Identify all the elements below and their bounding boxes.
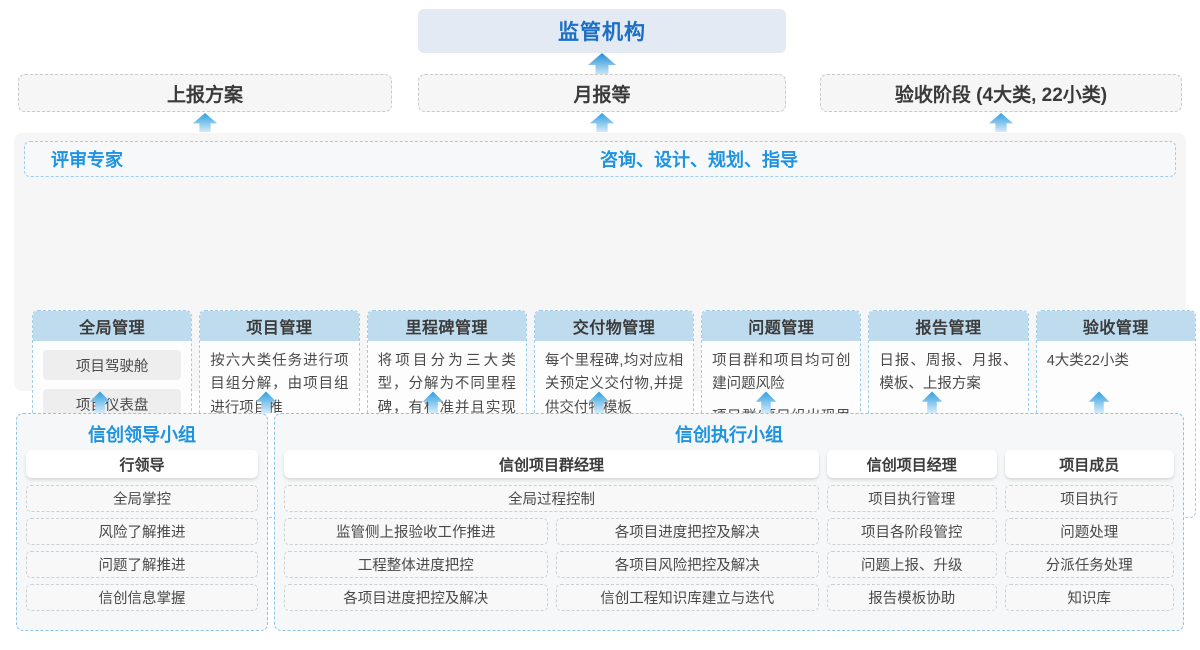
task-item[interactable]: 全局掌控 [26,485,258,512]
service-label: 咨询、设计、规划、指导 [600,150,798,170]
project-member-group: 项目成员 项目执行 问题处理 分派任务处理 知识库 [1004,450,1174,622]
pill-item[interactable]: 项目驾驶舱 [43,350,182,380]
arrow-to-milestone-management [422,391,444,414]
column-title: 交付物管理 [534,311,694,341]
arrow-service-to-monthly [589,112,615,133]
arrow-monthly-to-regulator [587,53,617,75]
task-item[interactable]: 信创工程知识库建立与迭代 [555,584,819,611]
task-item[interactable]: 各项目风险把控及解决 [555,551,819,578]
task-item[interactable]: 项目执行管理 [827,485,997,512]
column-title: 验收管理 [1036,311,1195,341]
task-item[interactable]: 全局过程控制 [284,485,819,512]
column-title: 里程碑管理 [367,311,526,341]
arrow-service-to-acceptance [988,112,1014,133]
report-box-monthly: 月报等 [418,74,786,112]
arrow-to-report-management [921,391,943,414]
report-box-plan: 上报方案 [18,74,392,112]
task-item[interactable]: 问题上报、升级 [827,551,997,578]
role-program-manager[interactable]: 信创项目群经理 [284,450,819,478]
role-bank-leader[interactable]: 行领导 [26,450,258,478]
task-item[interactable]: 信创信息掌握 [26,584,258,611]
role-project-member[interactable]: 项目成员 [1004,450,1174,478]
task-item[interactable]: 各项目进度把控及解决 [555,518,819,545]
column-text: 4大类22小类 [1046,353,1129,369]
column-title: 报告管理 [869,311,1028,341]
task-item[interactable]: 风险了解推进 [26,518,258,545]
task-item[interactable]: 问题处理 [1004,518,1174,545]
task-item[interactable]: 分派任务处理 [1004,551,1174,578]
exec-group-panel: 信创执行小组 信创项目群经理 全局过程控制 监管侧上报验收工作推进 工程整体进度… [274,413,1184,631]
report-box-acceptance: 验收阶段 (4大类, 22小类) [820,74,1182,112]
leader-group-title: 信创领导小组 [88,425,196,445]
program-manager-group: 信创项目群经理 全局过程控制 监管侧上报验收工作推进 工程整体进度把控 各项目进… [284,450,819,622]
role-project-manager[interactable]: 信创项目经理 [827,450,997,478]
arrow-to-acceptance-management [1088,391,1110,414]
management-panel: 评审专家 咨询、设计、规划、指导 全局管理 项目驾驶舱 项目仪表盘 项目管理 按… [14,133,1196,518]
task-item[interactable]: 问题了解推进 [26,551,258,578]
task-item[interactable]: 报告模板协助 [827,584,997,611]
leader-group-panel: 信创领导小组 行领导 全局掌控 风险了解推进 问题了解推进 信创信息掌握 [16,413,268,631]
column-text: 项目群和项目均可创建问题风险 [712,353,851,393]
arrow-to-global-management [89,391,111,414]
task-item[interactable]: 项目各阶段管控 [827,518,997,545]
column-title: 项目管理 [200,311,359,341]
task-item[interactable]: 知识库 [1004,584,1174,611]
exec-group-title: 信创执行小组 [675,425,783,445]
arrow-to-project-management [255,391,277,414]
expert-service-strip: 评审专家 咨询、设计、规划、指导 [24,141,1176,177]
task-item[interactable]: 工程整体进度把控 [284,551,548,578]
task-item[interactable]: 监管侧上报验收工作推进 [284,518,548,545]
project-manager-group: 信创项目经理 项目执行管理 项目各阶段管控 问题上报、升级 报告模板协助 [827,450,997,622]
arrow-expert-to-plan [192,112,218,133]
task-item[interactable]: 各项目进度把控及解决 [284,584,548,611]
regulator-box: 监管机构 [418,9,786,53]
arrow-to-issue-management [755,391,777,414]
expert-label: 评审专家 [51,150,123,170]
column-text: 日报、周报、月报、模板、上报方案 [879,353,1018,393]
column-text: 每个里程碑,均对应相关预定义交付物,并提供交付物模板 [544,353,684,416]
arrow-to-deliverable-management [588,391,610,414]
column-text: 按六大类任务进行项目组分解，由项目组进行项目推 [210,353,349,416]
column-title: 问题管理 [702,311,861,341]
task-item[interactable]: 项目执行 [1004,485,1174,512]
column-title: 全局管理 [33,311,192,341]
